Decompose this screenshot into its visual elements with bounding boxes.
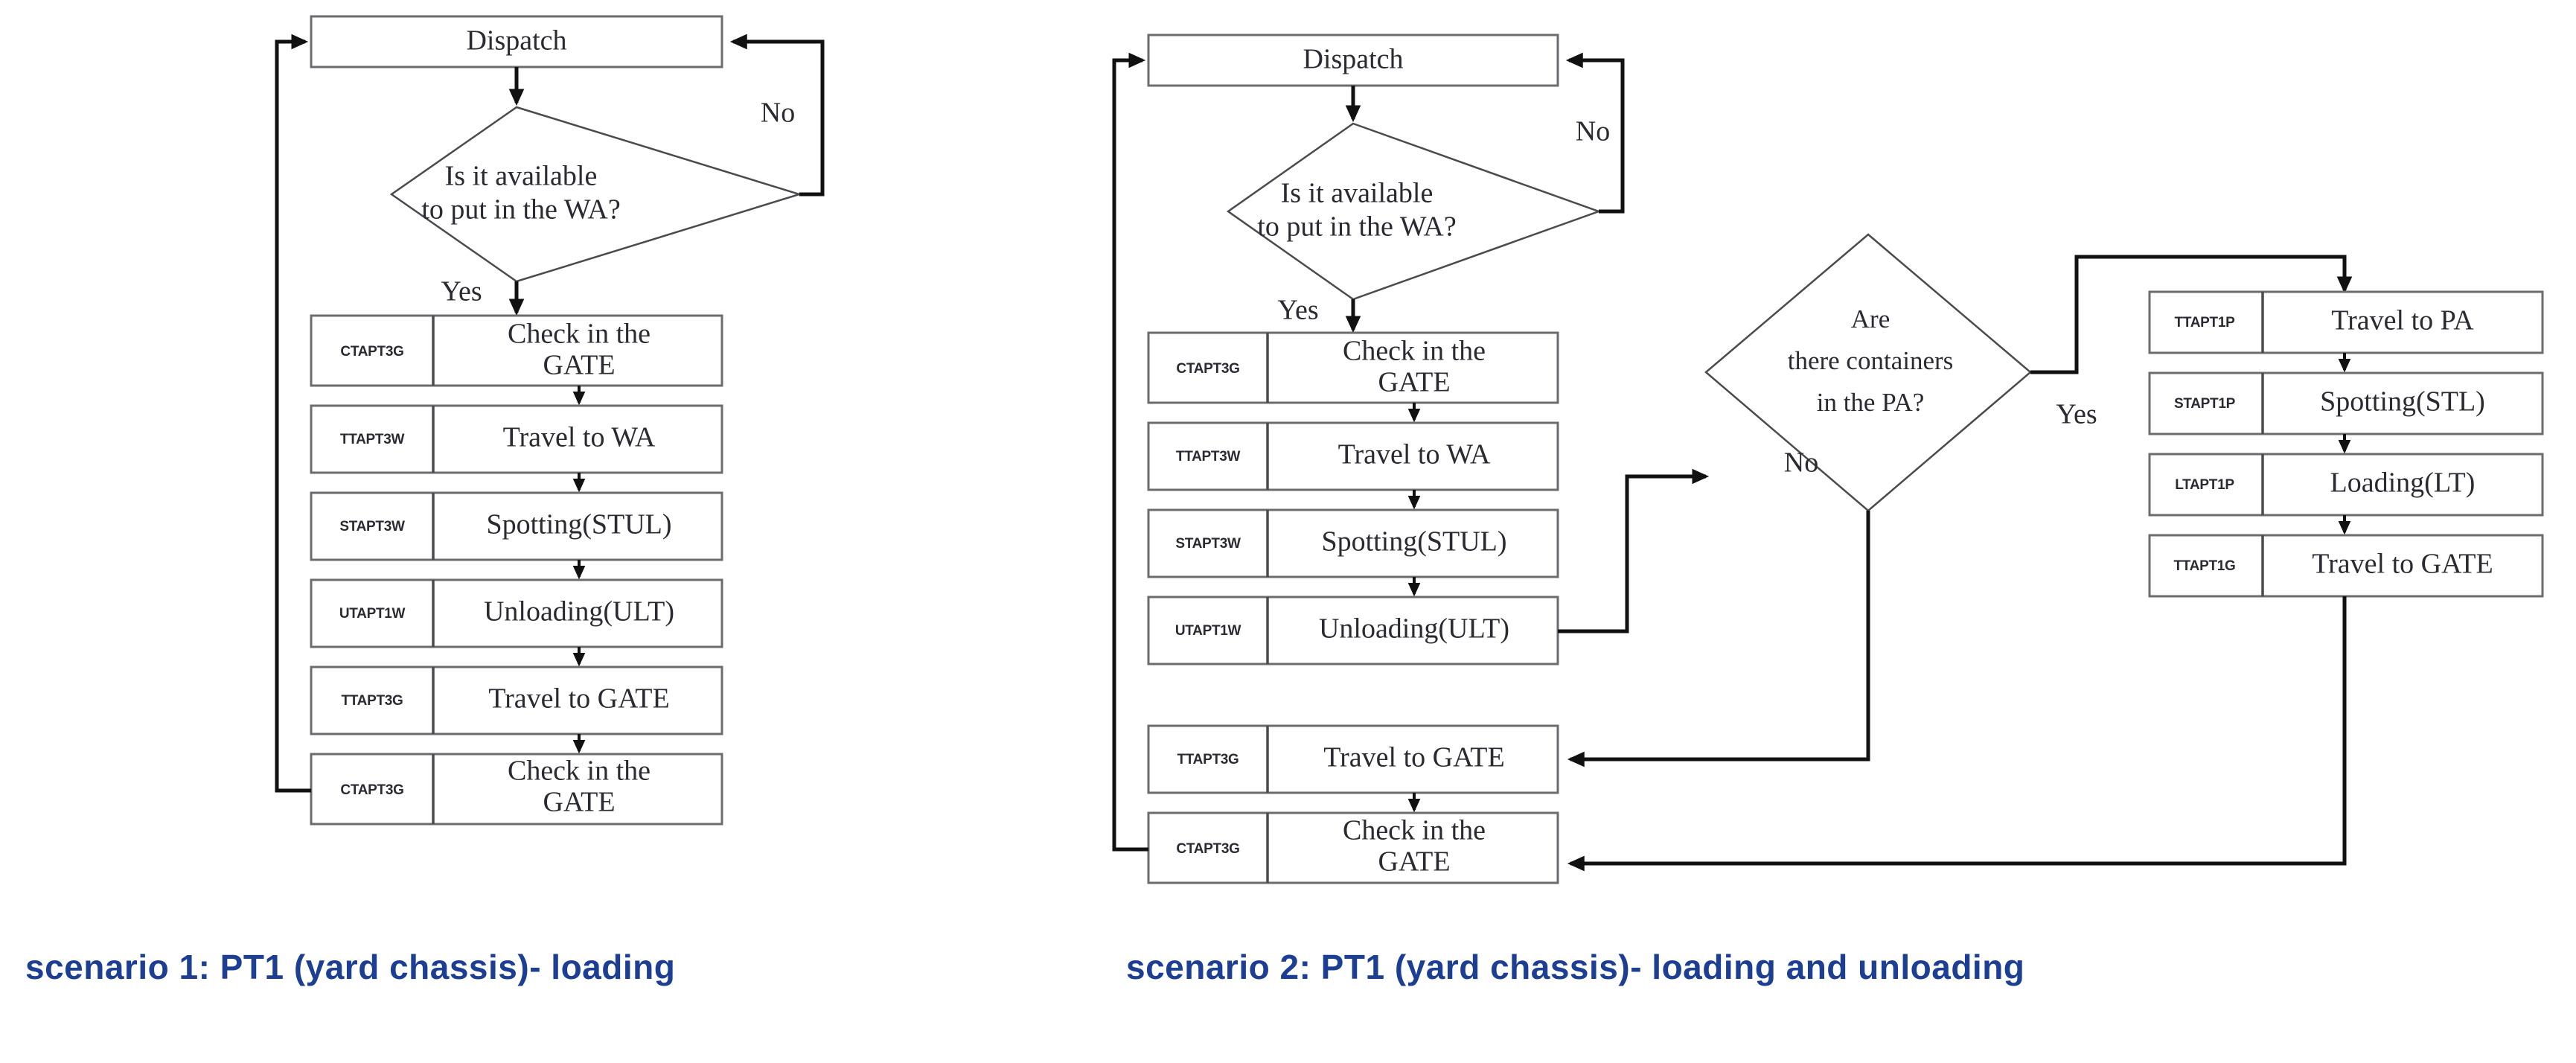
node-s2-unloading-label: Unloading(ULT) (1319, 613, 1509, 645)
node-s2-check-gate-1[interactable]: CTAPT3G Check in the GATE (1147, 331, 1559, 404)
node-s2-dispatch[interactable]: Dispatch (1147, 33, 1559, 87)
node-s2-decision-pa-line1: Are (1851, 304, 1890, 333)
node-s2-decision-wa[interactable]: Is it available to put in the WA? (1226, 122, 1602, 301)
node-s1-check-gate-1-line1: Check in the (508, 319, 651, 350)
edge-s2-pa-yes (2030, 255, 2353, 374)
node-s1-decision-wa[interactable]: Is it available to put in the WA? (389, 106, 803, 283)
node-s1-travel-wa-code: TTAPT3W (340, 432, 405, 447)
node-s2-check-gate-2-line1: Check in the (1343, 815, 1486, 846)
node-s1-travel-wa-label: Travel to WA (503, 422, 656, 453)
branch-label-s1-no: No (761, 98, 795, 129)
node-s2-decision-pa-line2: there containers (1788, 346, 1954, 375)
node-s2-check-gate-2-line2: GATE (1378, 846, 1450, 878)
node-s1-travel-wa[interactable]: TTAPT3W Travel to WA (310, 404, 723, 474)
node-s2-travel-gate-label: Travel to GATE (1323, 742, 1504, 773)
node-s2-check-gate-1-code: CTAPT3G (1176, 361, 1239, 377)
node-s1-check-gate-1[interactable]: CTAPT3G Check in the GATE (310, 314, 723, 387)
node-s2-spotting[interactable]: STAPT3W Spotting(STUL) (1147, 508, 1559, 578)
branch-label-s1-yes: Yes (441, 276, 482, 307)
node-s2-travel-gate-2-code: TTAPT1G (2173, 558, 2235, 574)
node-s2-decision-pa[interactable]: Are there containers in the PA? (1704, 233, 2032, 512)
node-s2-check-gate-1-line2: GATE (1378, 367, 1450, 398)
edge-s2-unloading-to-decision-pa (1558, 468, 1710, 633)
node-s2-decision-wa-line2: to put in the WA? (1257, 211, 1456, 243)
node-s2-loading-label: Loading(LT) (2330, 467, 2476, 499)
node-s1-decision-wa-line1: Is it available (445, 161, 598, 192)
node-s1-spotting[interactable]: STAPT3W Spotting(STUL) (310, 491, 723, 561)
scenario-1-flowchart: Dispatch Is it available to put in the W… (275, 15, 825, 826)
node-s2-travel-gate-2-label: Travel to GATE (2312, 549, 2493, 580)
node-s2-unloading-code: UTAPT1W (1175, 623, 1241, 639)
node-s1-decision-wa-line2: to put in the WA? (421, 194, 620, 226)
node-s2-check-gate-2-code: CTAPT3G (1176, 841, 1239, 857)
node-s2-check-gate-1-line1: Check in the (1343, 336, 1486, 367)
node-s2-travel-wa-code: TTAPT3W (1176, 449, 1241, 465)
node-s2-decision-pa-line3: in the PA? (1817, 388, 1925, 417)
node-s1-spotting-code: STAPT3W (339, 519, 405, 534)
node-s2-loading[interactable]: LTAPT1P Loading(LT) (2148, 453, 2544, 517)
node-s2-travel-pa-label: Travel to PA (2331, 305, 2474, 336)
scenario-2-flowchart: Dispatch Is it available to put in the W… (1112, 33, 2544, 884)
node-s1-check-gate-2-code: CTAPT3G (340, 782, 403, 798)
node-s1-travel-gate[interactable]: TTAPT3G Travel to GATE (310, 665, 723, 735)
node-s1-unloading-label: Unloading(ULT) (484, 596, 674, 628)
node-s1-travel-gate-code: TTAPT3G (341, 693, 403, 709)
edge-s2-feedback-loop (1112, 52, 1148, 852)
node-s2-travel-gate-code: TTAPT3G (1177, 752, 1239, 767)
node-s2-spotting-stl-label: Spotting(STL) (2320, 386, 2485, 418)
scenario-1-caption: scenario 1: PT1 (yard chassis)- loading (25, 948, 676, 986)
node-s1-unloading-code: UTAPT1W (339, 606, 406, 622)
branch-label-s2-yes-pa: Yes (2056, 399, 2097, 430)
node-s2-travel-wa-label: Travel to WA (1338, 439, 1491, 470)
node-s2-unloading[interactable]: UTAPT1W Unloading(ULT) (1147, 596, 1559, 665)
node-s2-travel-gate-2[interactable]: TTAPT1G Travel to GATE (2148, 534, 2544, 598)
node-s2-spotting-code: STAPT3W (1175, 536, 1241, 552)
node-s2-loading-code: LTAPT1P (2175, 477, 2234, 493)
node-s2-spotting-label: Spotting(STUL) (1321, 526, 1506, 558)
edge-s2-no-loop (1565, 52, 1625, 214)
node-s1-dispatch[interactable]: Dispatch (310, 15, 723, 68)
node-s2-travel-pa[interactable]: TTAPT1P Travel to PA (2148, 290, 2544, 354)
edge-s2-r4-to-check-gate (1567, 596, 2347, 872)
branch-label-s2-no-wa: No (1576, 116, 1610, 147)
node-s1-check-gate-1-code: CTAPT3G (340, 344, 403, 360)
node-s1-check-gate-2[interactable]: CTAPT3G Check in the GATE (310, 753, 723, 826)
node-s1-check-gate-2-line2: GATE (543, 787, 615, 818)
branch-label-s2-no-pa: No (1784, 447, 1818, 479)
node-s1-travel-gate-label: Travel to GATE (488, 683, 669, 715)
node-s1-dispatch-label: Dispatch (466, 25, 566, 57)
node-s2-spotting-stl[interactable]: STAPT1P Spotting(STL) (2148, 371, 2544, 435)
node-s2-dispatch-label: Dispatch (1303, 44, 1403, 75)
edge-s1-no-loop (729, 33, 825, 197)
node-s2-travel-pa-code: TTAPT1P (2175, 315, 2236, 331)
node-s1-unloading[interactable]: UTAPT1W Unloading(ULT) (310, 578, 723, 648)
node-s2-decision-wa-line1: Is it available (1281, 178, 1434, 209)
node-s2-spotting-stl-code: STAPT1P (2174, 396, 2236, 412)
node-s1-spotting-label: Spotting(STUL) (486, 509, 671, 540)
node-s1-check-gate-2-line1: Check in the (508, 756, 651, 787)
node-s2-travel-wa[interactable]: TTAPT3W Travel to WA (1147, 421, 1559, 491)
scenario-2-caption: scenario 2: PT1 (yard chassis)- loading … (1126, 948, 2025, 986)
node-s2-check-gate-2[interactable]: CTAPT3G Check in the GATE (1147, 811, 1559, 884)
node-s1-check-gate-1-line2: GATE (543, 350, 615, 381)
node-s2-travel-gate[interactable]: TTAPT3G Travel to GATE (1147, 724, 1559, 794)
edge-s1-feedback-loop (275, 33, 311, 793)
edge-s2-pa-no (1567, 511, 1870, 767)
branch-label-s2-yes-wa: Yes (1277, 295, 1318, 326)
